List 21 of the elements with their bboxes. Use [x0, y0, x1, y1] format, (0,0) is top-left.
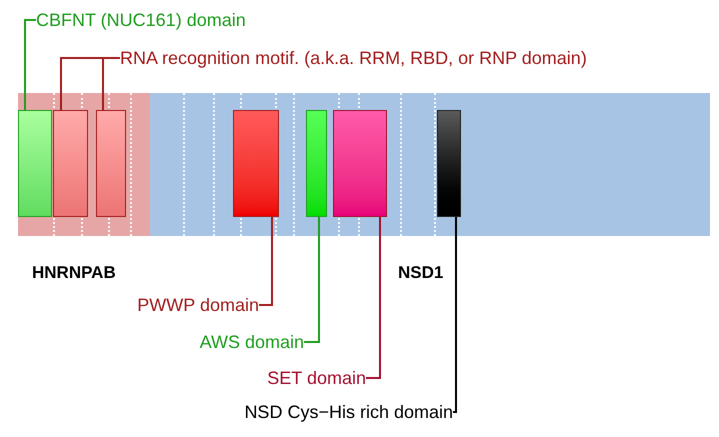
domain-label: CBFNT (NUC161) domain — [36, 9, 246, 31]
leader-line — [453, 217, 457, 413]
domain-box — [437, 110, 461, 217]
leader-line — [304, 217, 320, 343]
gene-name: NSD1 — [398, 262, 444, 284]
domain-box — [18, 110, 52, 217]
domain-label: AWS domain — [200, 331, 304, 353]
domain-label: PWWP domain — [137, 294, 259, 316]
domain-box — [96, 110, 126, 217]
domain-label: NSD Cys−His rich domain — [244, 401, 453, 423]
domain-box — [333, 110, 387, 217]
leader-line — [366, 217, 381, 379]
leader-line — [102, 57, 120, 110]
domain-box — [233, 110, 279, 217]
gene-name: HNRNPAB — [32, 262, 116, 284]
leader-line — [24, 19, 36, 110]
domain-box — [306, 110, 327, 217]
domain-label: RNA recognition motif. (a.k.a. RRM, RBD, or RNP domain) — [120, 47, 587, 69]
domain-label: SET domain — [267, 367, 366, 389]
domain-box — [53, 110, 88, 217]
leader-line — [259, 217, 273, 306]
